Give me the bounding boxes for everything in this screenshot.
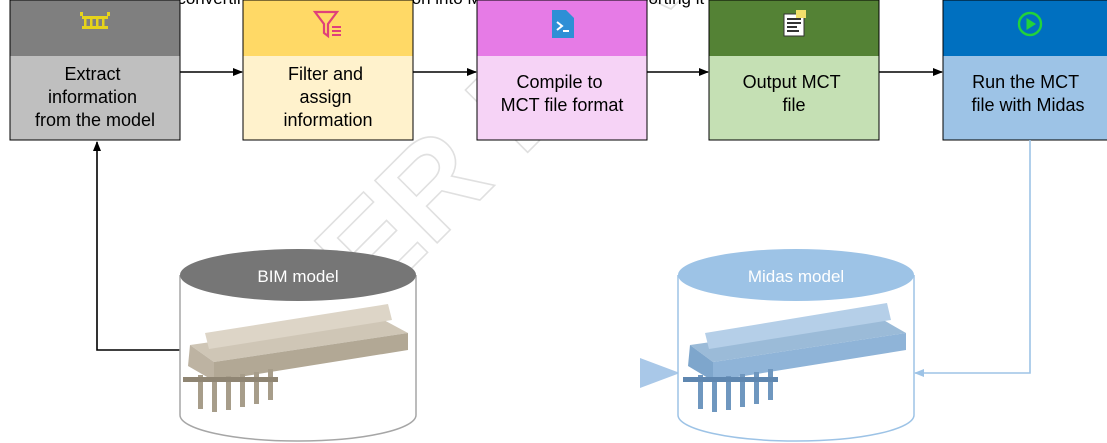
step-run-body (943, 56, 1107, 140)
step-run-label: Run the MCT file with Midas (971, 72, 1084, 115)
step-compile-box: Compile to MCT file format (476, 0, 648, 141)
arrow-run-to-midas (914, 140, 1031, 377)
step-filter-box: Filter and assign information (242, 0, 414, 141)
bridge-structure-icon (80, 12, 110, 29)
step-compile-body (477, 56, 647, 140)
play-circle-icon (1017, 11, 1043, 37)
bim-model-database: BIM model (179, 249, 417, 442)
step-output-body (709, 56, 879, 140)
step-filter-body (243, 56, 413, 140)
step-run-header (943, 0, 1107, 56)
bim-model-label: BIM model (257, 267, 338, 286)
midas-bridge-model (683, 303, 906, 412)
step-compile-label: Compile to MCT file format (501, 72, 624, 115)
transfer-arrow (412, 358, 680, 388)
filter-icon (312, 10, 341, 39)
step-run-box: Run the MCT file with Midas (942, 0, 1107, 141)
midas-model-label: Midas model (748, 267, 844, 286)
midas-model-database: Midas model (677, 249, 915, 442)
step-filter-label: Filter and assign information (283, 64, 372, 130)
header-fragment: ...process of converting BIM model infor… (80, 0, 801, 8)
document-output-icon (783, 10, 806, 37)
step-output-box: Output MCT file (708, 0, 880, 141)
script-file-icon (552, 10, 574, 38)
step-output-label: Output MCT file (743, 72, 846, 115)
step-extract-box: Extract information from the model (9, 0, 181, 141)
bim-bridge-model (183, 304, 408, 412)
step-extract-body (10, 56, 180, 140)
arrow-bim-to-extract (93, 141, 180, 351)
step-extract-label: Extract information from the model (35, 64, 155, 130)
